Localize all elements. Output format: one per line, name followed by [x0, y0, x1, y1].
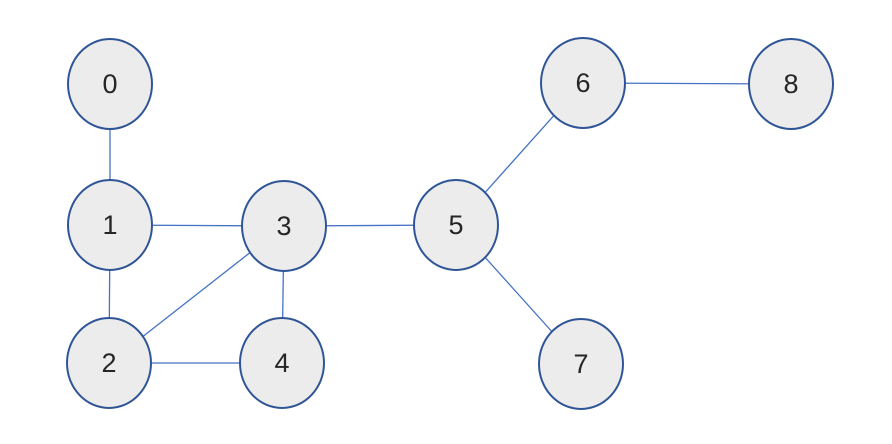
node-7-shape — [538, 318, 624, 410]
node-8: 8 — [748, 38, 834, 130]
node-1-shape — [67, 179, 153, 271]
node-0-shape — [67, 38, 153, 130]
node-6-shape — [540, 37, 626, 129]
node-5-label: 5 — [448, 210, 463, 240]
node-3: 3 — [241, 180, 327, 272]
node-1-label: 1 — [102, 210, 117, 240]
node-7: 7 — [538, 318, 624, 410]
node-4-label: 4 — [274, 348, 289, 378]
node-6-label: 6 — [575, 68, 590, 98]
node-5-shape — [413, 179, 499, 271]
node-1: 1 — [67, 179, 153, 271]
node-3-shape — [241, 180, 327, 272]
node-6: 6 — [540, 37, 626, 129]
node-4-shape — [239, 317, 325, 409]
node-0-label: 0 — [102, 69, 117, 99]
node-8-shape — [748, 38, 834, 130]
node-4: 4 — [239, 317, 325, 409]
node-7-label: 7 — [573, 349, 588, 379]
node-2-shape — [66, 317, 152, 409]
node-2: 2 — [66, 317, 152, 409]
node-0: 0 — [67, 38, 153, 130]
node-8-label: 8 — [783, 69, 798, 99]
node-layer: 0 1 2 3 4 5 6 7 8 — [66, 37, 834, 410]
node-5: 5 — [413, 179, 499, 271]
node-3-label: 3 — [276, 211, 291, 241]
node-2-label: 2 — [101, 348, 116, 378]
